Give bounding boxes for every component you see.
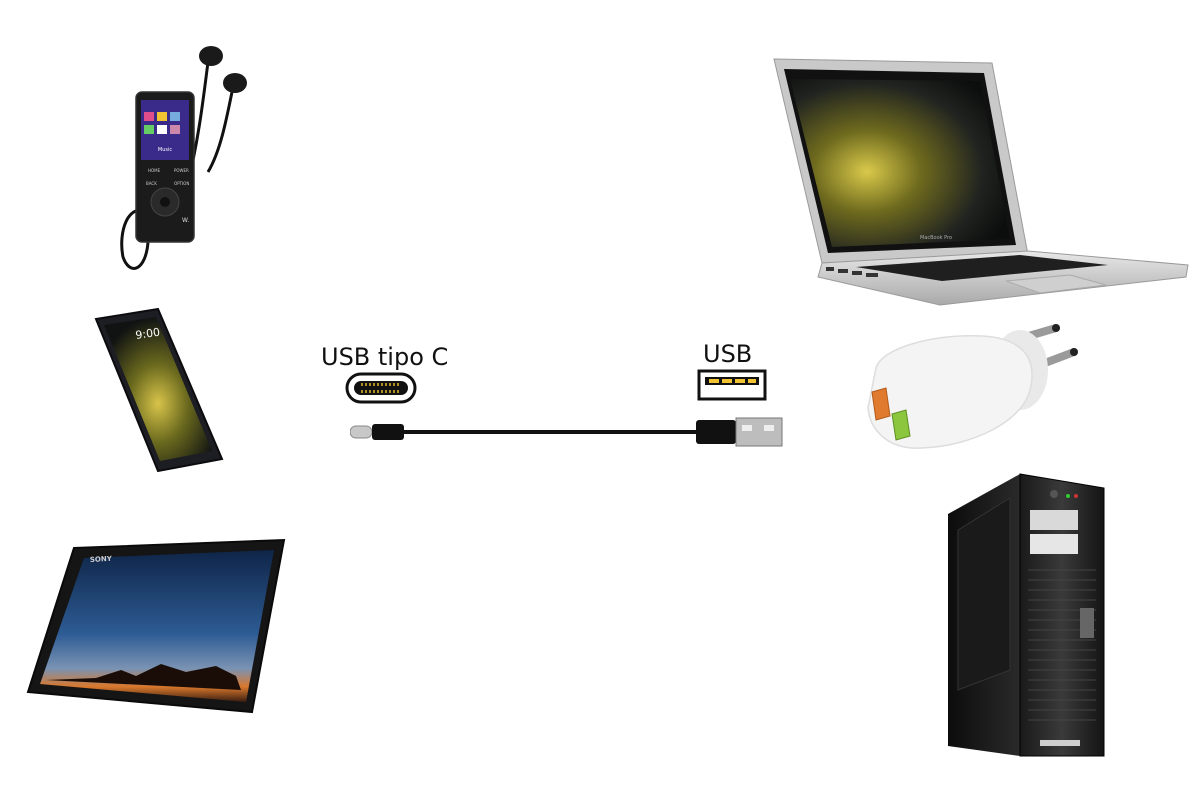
- tablet: SONY: [26, 538, 288, 716]
- laptop-model: MacBook Pro: [920, 235, 952, 241]
- usb-c-port-icon: [345, 372, 417, 404]
- usb-cable: [350, 414, 786, 454]
- usb-c-label: USB tipo C: [321, 343, 449, 371]
- smartphone: 9:00: [92, 305, 232, 475]
- mp3-home-label: HOME: [148, 168, 161, 173]
- mp3-screen-title: Music: [158, 147, 172, 153]
- smartphone-illustration: 9:00: [94, 307, 224, 473]
- mp3-option-label: OPTION: [174, 181, 189, 186]
- wall-charger: [862, 318, 1086, 453]
- usb-a-port-icon: [697, 369, 767, 401]
- tablet-illustration: SONY: [26, 538, 286, 714]
- mp3-player-illustration: Music HOME POWER BACK OPTION W.: [120, 46, 247, 270]
- phone-time: 9:00: [135, 326, 161, 342]
- mp3-player: Music HOME POWER BACK OPTION W.: [108, 42, 258, 282]
- tablet-brand: SONY: [90, 555, 113, 564]
- mp3-back-label: BACK: [146, 181, 157, 186]
- desktop-pc-illustration: [948, 473, 1105, 757]
- mp3-logo: W.: [182, 217, 189, 224]
- laptop: MacBook Pro: [770, 55, 1190, 310]
- wall-charger-illustration: [867, 324, 1078, 449]
- desktop-pc: [944, 470, 1108, 760]
- laptop-illustration: MacBook Pro: [773, 58, 1189, 306]
- usb-a-label: USB: [703, 340, 753, 368]
- mp3-power-label: POWER: [174, 168, 189, 173]
